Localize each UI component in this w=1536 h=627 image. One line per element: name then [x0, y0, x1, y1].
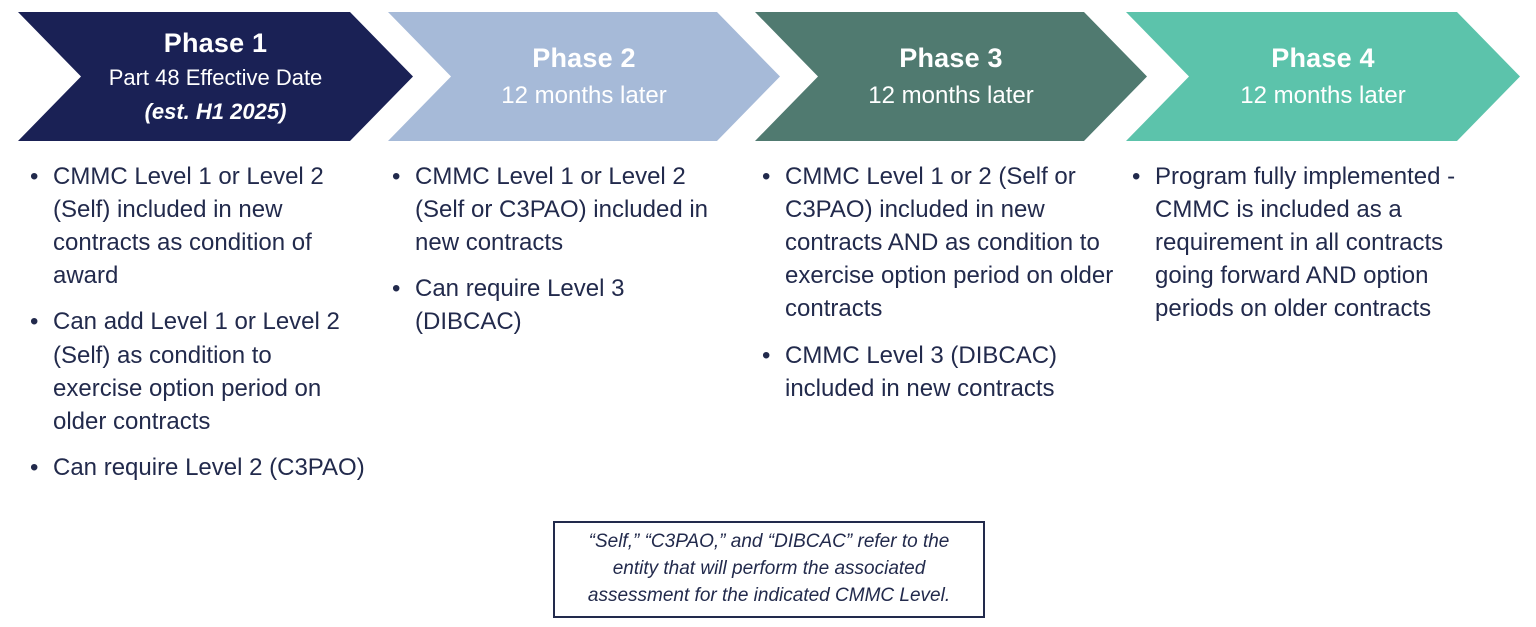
phase-2-bullet-list: CMMC Level 1 or Level 2 (Self or C3PAO) … — [390, 160, 720, 352]
bullet-item: Can require Level 2 (C3PAO) — [28, 451, 366, 484]
phase-2-subtitle: 12 months later — [501, 82, 667, 109]
phase-2-chevron: Phase 2 12 months later — [388, 12, 780, 141]
phase-3-title: Phase 3 — [899, 43, 1003, 73]
phase-1-subtitle-estimate: (est. H1 2025) — [144, 99, 287, 124]
phase-4-title: Phase 4 — [1271, 43, 1375, 73]
phase-1-bullet-list: CMMC Level 1 or Level 2 (Self) included … — [28, 160, 366, 497]
phase-1-chevron: Phase 1 Part 48 Effective Date (est. H1 … — [18, 12, 413, 141]
phase-3-bullet-list: CMMC Level 1 or 2 (Self or C3PAO) includ… — [760, 160, 1118, 418]
bullet-item: CMMC Level 1 or Level 2 (Self) included … — [28, 160, 366, 292]
bullet-item: Can add Level 1 or Level 2 (Self) as con… — [28, 305, 366, 437]
phase-1-subtitle: Part 48 Effective Date — [108, 65, 323, 90]
assessment-entity-note-text: “Self,” “C3PAO,” and “DIBCAC” refer to t… — [587, 531, 951, 606]
bullet-item: CMMC Level 3 (DIBCAC) included in new co… — [760, 339, 1118, 405]
phase-2-title: Phase 2 — [532, 43, 636, 73]
phase-1-title: Phase 1 — [163, 28, 268, 58]
bullet-item: Can require Level 3 (DIBCAC) — [390, 272, 720, 338]
phase-4-bullet-list: Program fully implemented - CMMC is incl… — [1130, 160, 1465, 339]
phase-4-subtitle: 12 months later — [1240, 82, 1406, 109]
bullet-item: CMMC Level 1 or Level 2 (Self or C3PAO) … — [390, 160, 720, 259]
assessment-entity-note-box: “Self,” “C3PAO,” and “DIBCAC” refer to t… — [553, 521, 985, 618]
phase-3-chevron: Phase 3 12 months later — [755, 12, 1147, 141]
phase-4-chevron: Phase 4 12 months later — [1126, 12, 1520, 141]
phase-3-subtitle: 12 months later — [868, 82, 1034, 109]
bullet-item: CMMC Level 1 or 2 (Self or C3PAO) includ… — [760, 160, 1118, 326]
bullet-item: Program fully implemented - CMMC is incl… — [1130, 160, 1465, 326]
